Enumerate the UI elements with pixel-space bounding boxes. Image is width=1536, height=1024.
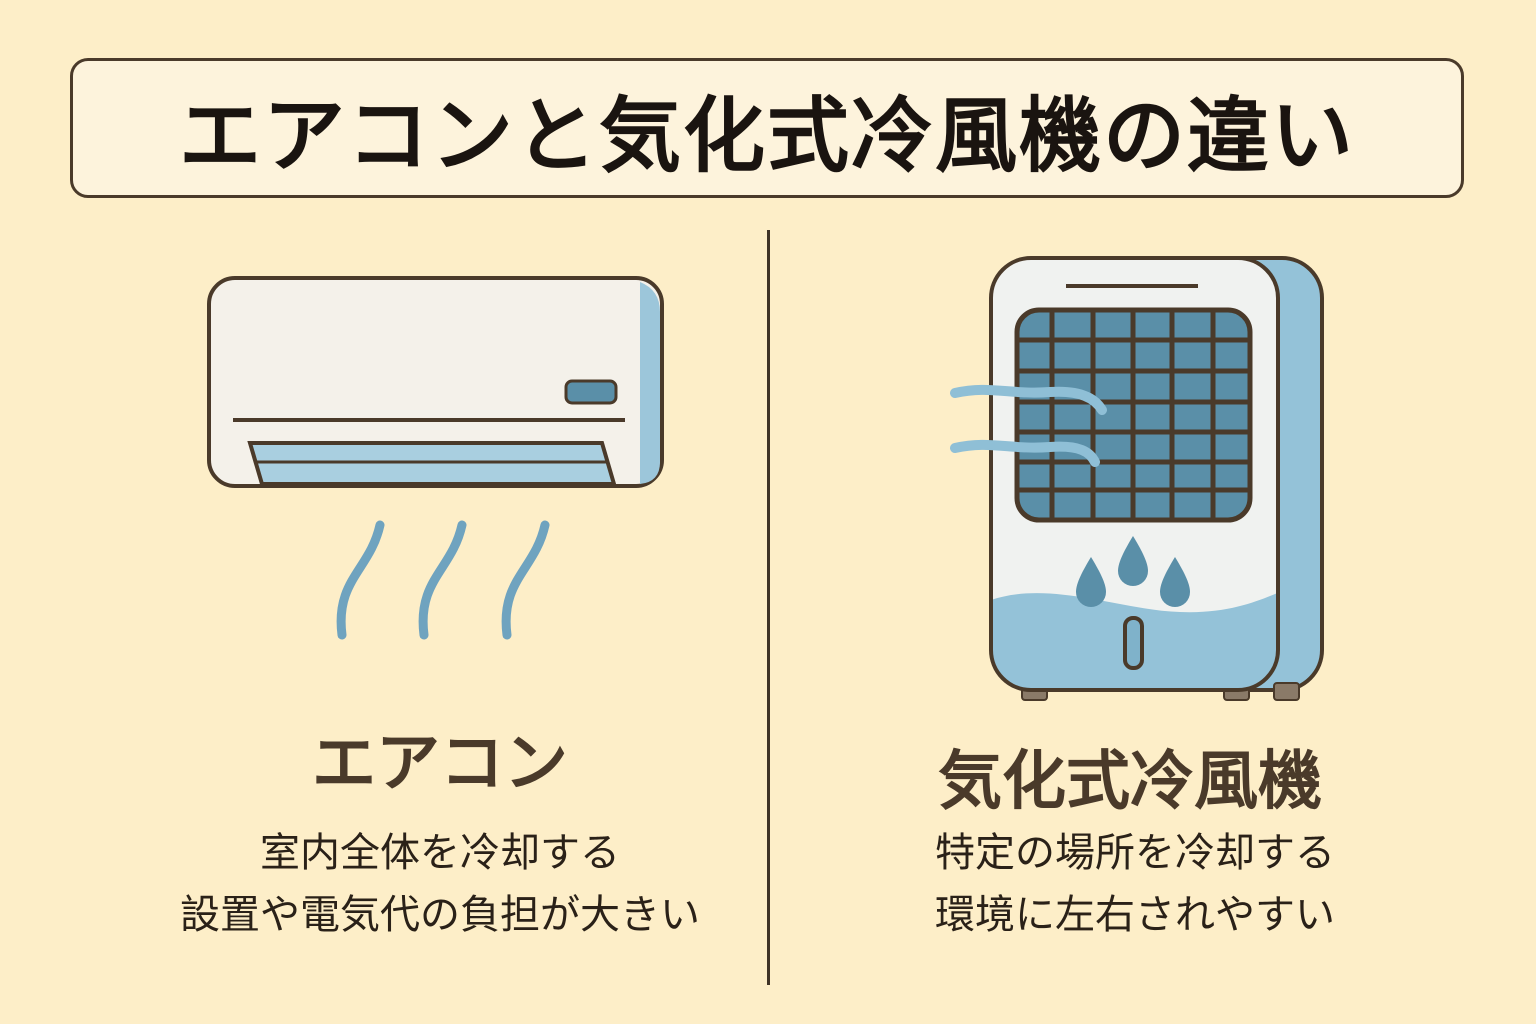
page-title: エアコンと気化式冷風機の違い: [178, 88, 1355, 184]
air-conditioner-icon: [207, 276, 664, 488]
evaporative-cooler-icon: [989, 256, 1324, 701]
evaporative-cooler-heading: 気化式冷風機: [938, 745, 1322, 819]
description-line: 設置や電気代の負担が大きい: [180, 892, 700, 938]
breeze-waves-icon: [950, 384, 1107, 467]
air-conditioner-heading: エアコン: [312, 727, 568, 801]
airflow-waves-icon: [336, 520, 550, 640]
description-line: 特定の場所を冷却する: [935, 830, 1335, 876]
description-line: 室内全体を冷却する: [260, 830, 620, 876]
title-banner: エアコンと気化式冷風機の違い: [70, 58, 1464, 198]
evaporative-cooler-description: 特定の場所を冷却する 環境に左右されやすい: [830, 822, 1440, 946]
center-divider: [767, 230, 770, 985]
droplet-icon: [1076, 536, 1190, 607]
description-line: 環境に左右されやすい: [935, 892, 1335, 938]
air-conditioner-description: 室内全体を冷却する 設置や電気代の負担が大きい: [100, 822, 780, 946]
